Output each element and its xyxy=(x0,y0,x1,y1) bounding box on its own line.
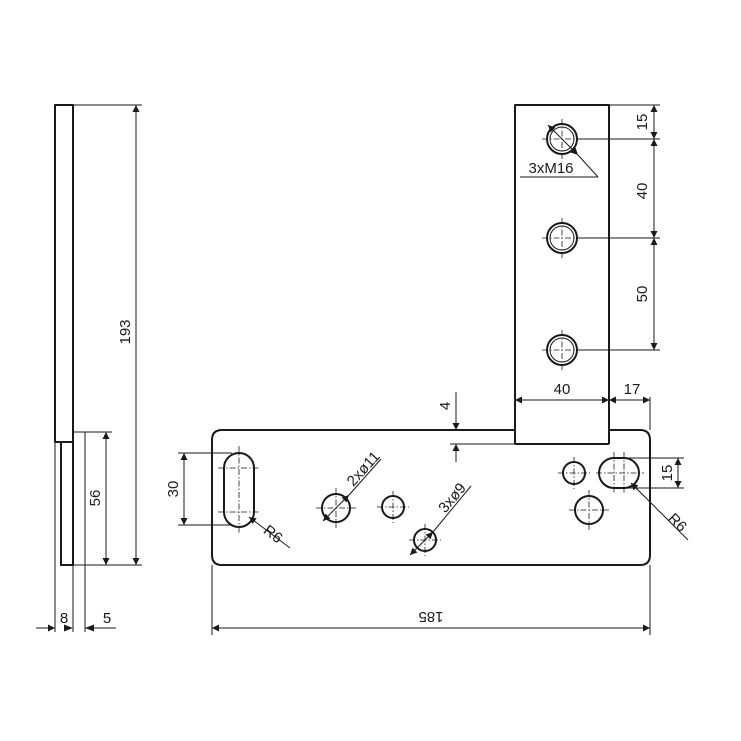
hole-9 xyxy=(377,491,409,523)
dim-arrow xyxy=(85,624,94,632)
front-view: 15 40 50 3xM16 40 17 4 30 15 xyxy=(165,104,690,635)
callout-3xm16: 3xM16 xyxy=(528,160,573,177)
leader-m16 xyxy=(547,124,579,156)
dim-text-40: 40 xyxy=(634,183,651,200)
hole-11 xyxy=(569,490,609,530)
dim-text-5: 5 xyxy=(103,610,111,627)
dim-text-30: 30 xyxy=(165,481,182,498)
callout-3xd9: 3xø9 xyxy=(435,480,469,516)
leader-r6-left xyxy=(248,516,291,549)
leader-m16-tail xyxy=(577,154,599,178)
leader-d9-tail xyxy=(432,485,472,533)
side-profile xyxy=(54,104,74,566)
dim-text-r6-right: R6 xyxy=(664,510,690,536)
left-slot xyxy=(218,446,260,534)
dim-text-r6-left: R6 xyxy=(260,522,286,547)
dim-text-185: 185 xyxy=(418,608,443,625)
dim-text-15-top: 15 xyxy=(634,114,651,131)
dim-text-8: 8 xyxy=(60,610,68,627)
dim-text-193: 193 xyxy=(117,319,134,344)
side-view: 193 56 8 5 xyxy=(36,104,142,632)
leader-r6-right xyxy=(630,482,689,541)
leader-d11-tail xyxy=(348,458,382,496)
dim-text-50: 50 xyxy=(634,286,651,303)
dim-text-15-slot: 15 xyxy=(659,465,676,482)
callout-2xd11: 2xø11 xyxy=(344,448,384,490)
dim-text-arm-40: 40 xyxy=(554,381,571,398)
hole-9 xyxy=(558,457,590,489)
leader-d11 xyxy=(322,494,350,522)
bracket-outline xyxy=(211,104,651,566)
dim-text-56: 56 xyxy=(87,490,104,507)
dim-text-4: 4 xyxy=(437,402,454,410)
tapped-hole xyxy=(542,218,582,258)
dim-text-17: 17 xyxy=(624,381,641,398)
dim-arrow xyxy=(64,624,73,632)
tapped-hole xyxy=(542,330,582,370)
leader-d9 xyxy=(409,531,434,556)
